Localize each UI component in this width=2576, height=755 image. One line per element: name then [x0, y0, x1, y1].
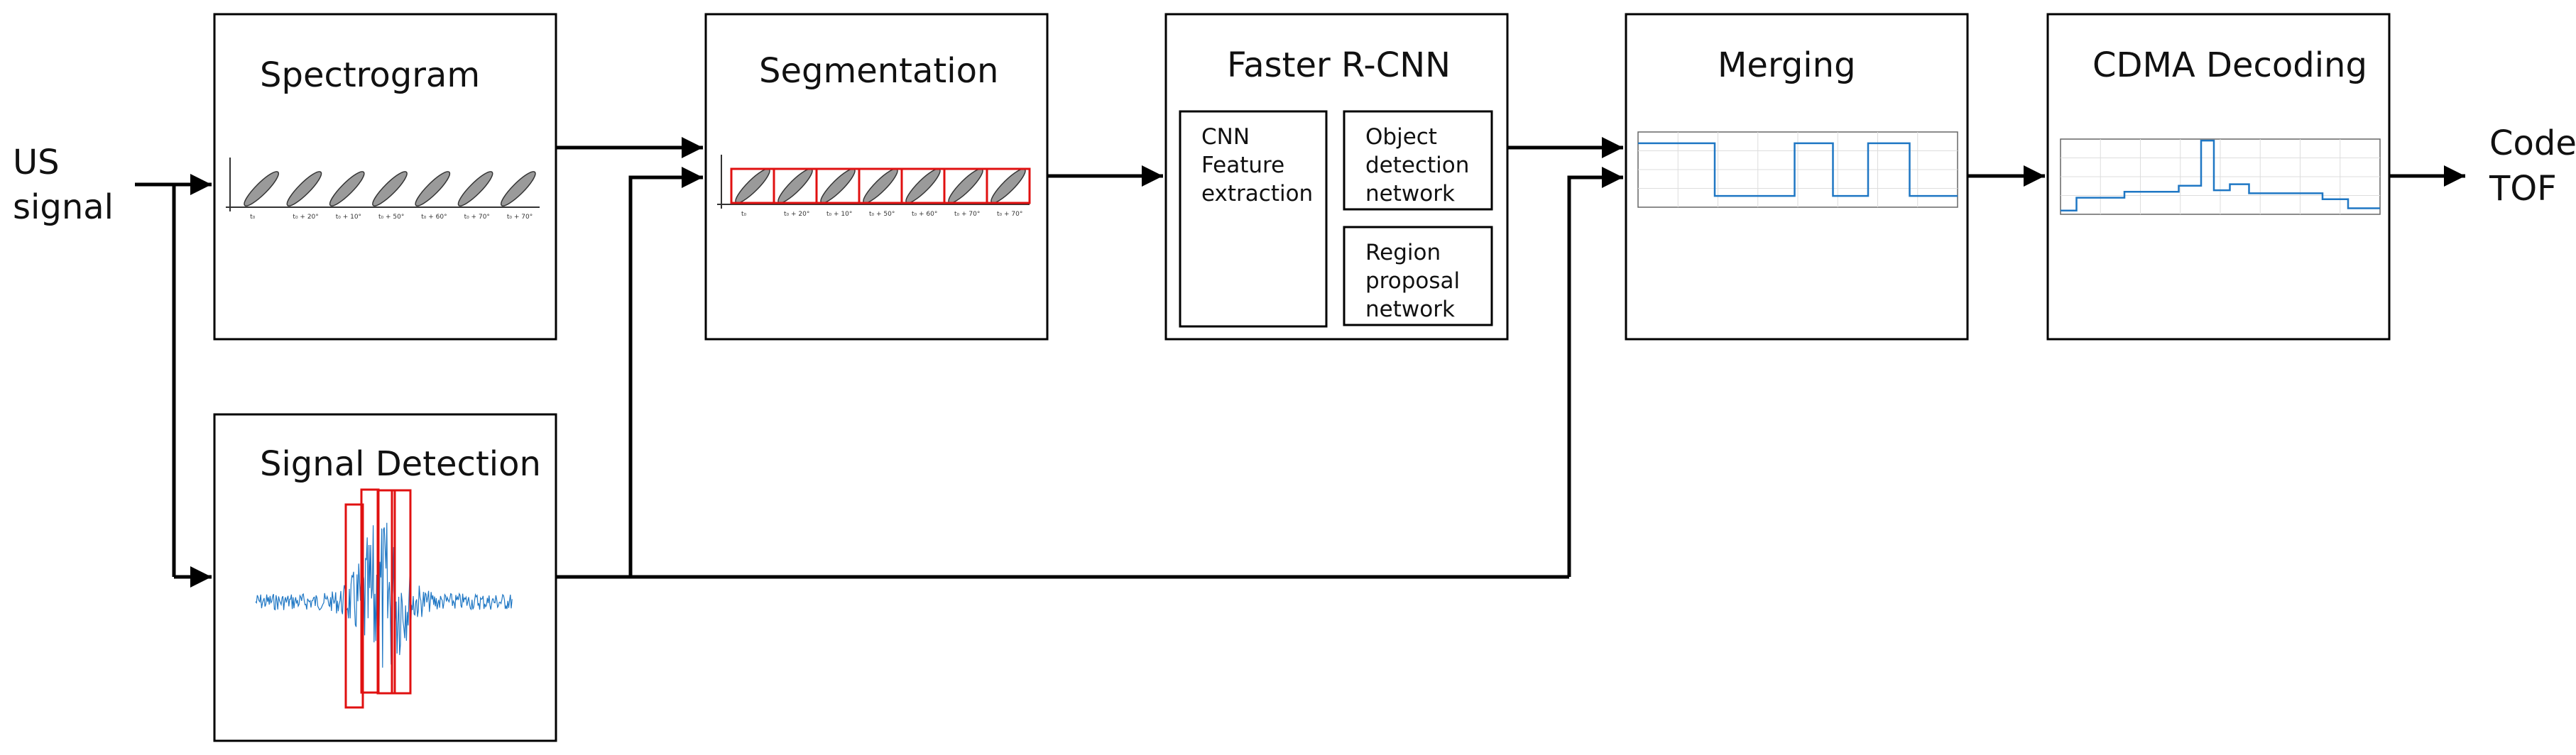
merging-block: Merging	[1625, 13, 1969, 341]
signal-detection-box	[213, 413, 557, 742]
detection-box	[376, 489, 396, 695]
merging-plot	[1637, 131, 1958, 208]
plot-tick-label: t₀ + 10°	[336, 214, 361, 221]
signal-detection-title: Signal Detection	[260, 444, 541, 484]
region-proposal-network-box	[1343, 226, 1493, 326]
segmentation-plot: t₀ t₀ + 20° t₀ + 10° t₀ + 50° t₀ + 60° t₀ + 7…	[717, 155, 1031, 218]
step-trace	[1638, 142, 1958, 197]
plot-tick-label: t₀ + 50°	[378, 214, 404, 221]
cdma-decoding-title: CDMA Decoding	[2092, 45, 2367, 85]
cdma-decoding-block: CDMA Decoding	[2046, 13, 2391, 341]
plot-tick-label: t₀ + 70°	[464, 214, 490, 221]
spectrogram-blob	[372, 171, 408, 206]
waveform-trace	[255, 522, 513, 675]
spectrogram-blob	[457, 171, 493, 206]
plot-tick-label: t₀ + 50°	[869, 211, 895, 218]
plot-tick-label: t₀ + 70°	[507, 214, 533, 221]
spectrogram-title: Spectrogram	[260, 55, 480, 95]
plot-tick-label: t₀ + 60°	[912, 211, 937, 218]
output-label: Code TOF	[2489, 123, 2576, 209]
region-label-line1: Region	[1365, 240, 1441, 265]
spectrogram-blob	[500, 171, 536, 206]
region-label-line2: proposal	[1365, 268, 1460, 294]
spectrogram-blob	[415, 171, 451, 206]
plot-tick-label: t₀	[741, 211, 747, 218]
merging-title: Merging	[1718, 45, 1856, 85]
segmentation-title: Segmentation	[759, 51, 998, 91]
plot-tick-label: t₀ + 20°	[784, 211, 809, 218]
detection-box	[344, 503, 364, 709]
spectrogram-blob	[286, 171, 322, 206]
step-trace	[2061, 139, 2380, 211]
plot-tick-label: t₀ + 20°	[293, 214, 318, 221]
plot-tick-label: t₀ + 70°	[997, 211, 1022, 218]
output-label-line2: TOF	[2489, 169, 2557, 209]
object-label-line2: detection	[1365, 153, 1469, 178]
signal-detection-block: Signal Detection	[213, 413, 557, 742]
object-label-line1: Object	[1365, 124, 1437, 150]
cdma-plot	[2060, 138, 2381, 215]
spectrogram-blob	[329, 171, 365, 206]
input-label-line1: US	[13, 143, 60, 182]
plot-tick-label: t₀ + 70°	[954, 211, 980, 218]
arrow-detection-to-merging	[1567, 167, 1623, 577]
plot-tick-label: t₀ + 10°	[826, 211, 852, 218]
object-detection-network-box	[1343, 110, 1493, 211]
faster-rcnn-title: Faster R-CNN	[1227, 45, 1451, 85]
region-label-line3: network	[1365, 297, 1455, 322]
faster-rcnn-block: Faster R-CNN CNN Feature extraction Obje…	[1164, 13, 1509, 341]
spectrogram-blob	[244, 171, 280, 206]
signal-waveform	[255, 488, 513, 709]
cnn-label-line3: extraction	[1201, 181, 1313, 206]
object-label-line3: network	[1365, 181, 1455, 206]
detection-box	[391, 489, 412, 695]
input-label-line2: signal	[13, 187, 114, 227]
connectors	[135, 137, 2465, 588]
cnn-label-line1: CNN	[1201, 124, 1250, 150]
plot-tick-label: t₀ + 60°	[421, 214, 447, 221]
input-label: US signal	[13, 143, 114, 227]
spectrogram-plot: t₀ t₀ + 20° t₀ + 10° t₀ + 50° t₀ + 60° t₀ + 7…	[226, 158, 540, 221]
cnn-label-line2: Feature	[1201, 153, 1284, 178]
cnn-feature-extraction-box	[1179, 110, 1328, 328]
arrow-detection-to-segmentation	[628, 167, 703, 577]
output-label-line1: Code	[2489, 123, 2576, 163]
segment-box	[986, 167, 1031, 204]
plot-tick-label: t₀	[250, 214, 256, 221]
